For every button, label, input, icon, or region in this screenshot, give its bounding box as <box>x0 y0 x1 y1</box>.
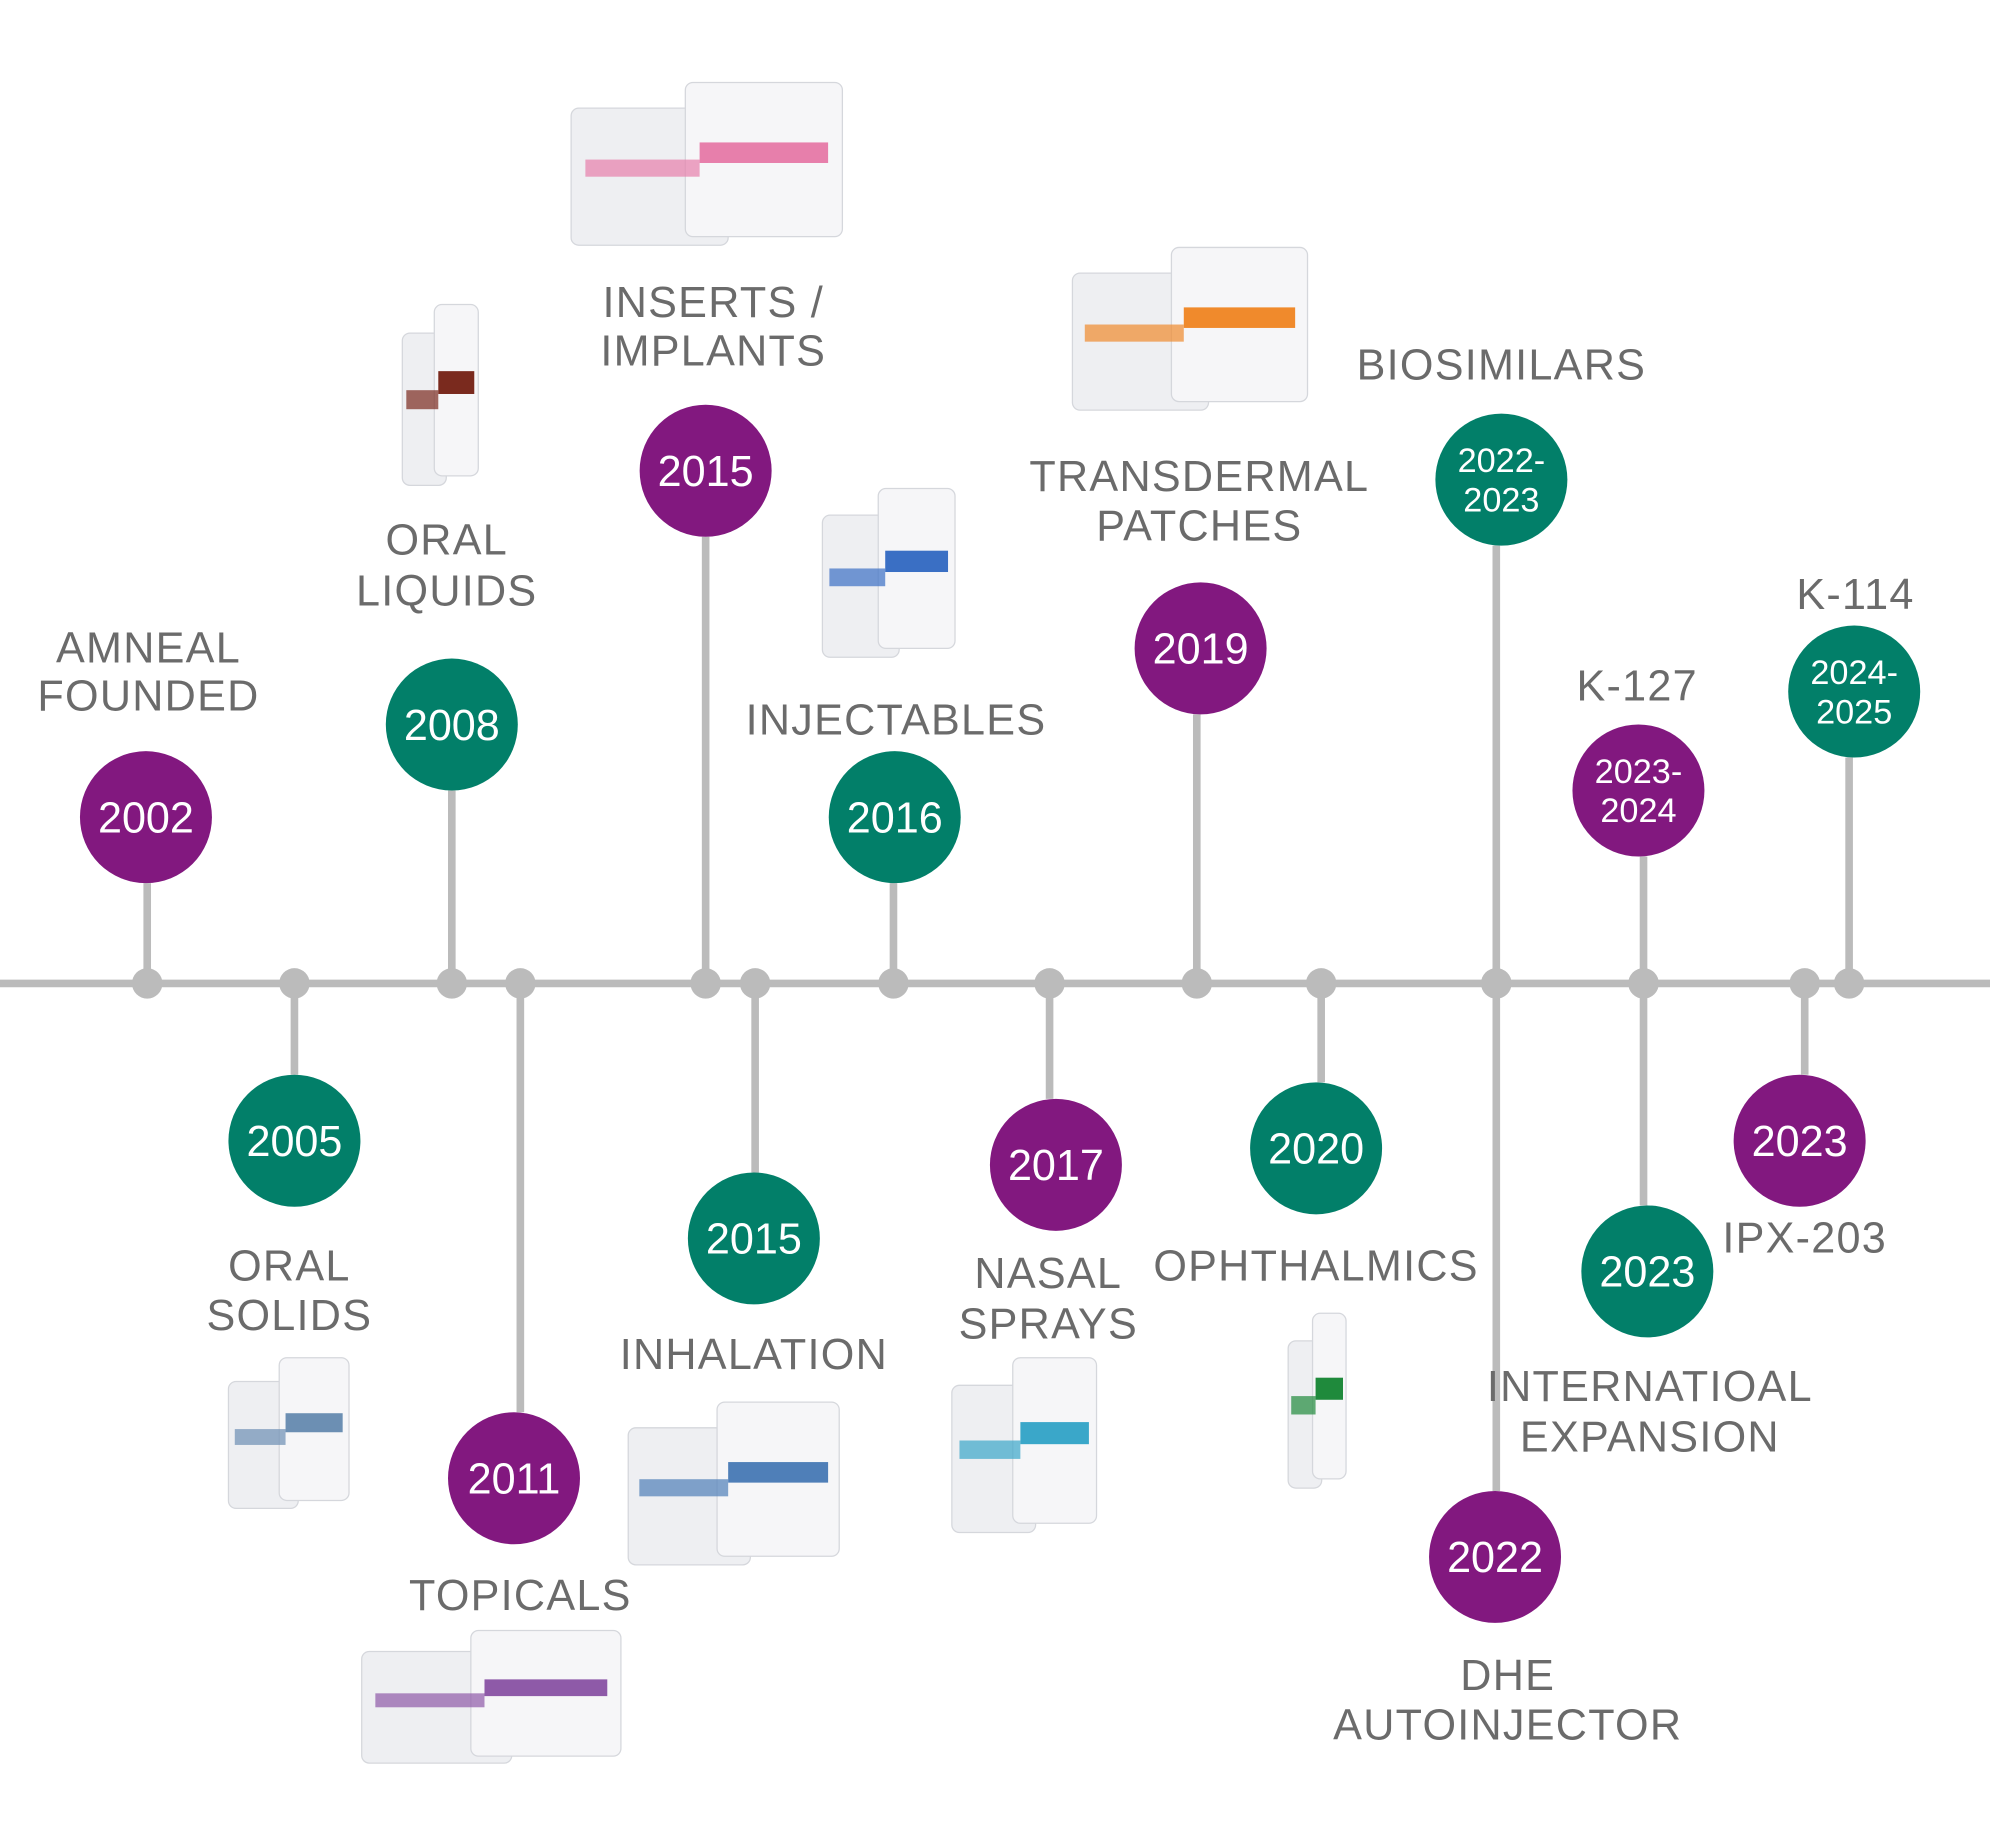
milestone: 2023-2024 K-127 <box>1572 662 1705 999</box>
nasal-spray-image <box>951 1357 1098 1534</box>
year-text: 2022 <box>1447 1534 1543 1582</box>
timeline-dot <box>1481 968 1512 999</box>
milestone-label: INHALATION <box>620 1331 888 1379</box>
milestone-label: K-114 <box>1796 571 1914 619</box>
year-badge <box>1572 724 1705 857</box>
year-badge <box>828 751 961 884</box>
insert-packs-image <box>570 81 844 246</box>
year-badge <box>79 751 212 884</box>
milestone-label: NASAL <box>974 1250 1122 1298</box>
year-text: 2023 <box>1752 1118 1848 1166</box>
milestone: 2016 INJECTABLES <box>746 487 1047 999</box>
timeline-dot <box>878 968 909 999</box>
year-badge <box>1581 1205 1714 1338</box>
year-text: 2024 <box>1600 792 1676 830</box>
milestone-label: BIOSIMILARS <box>1357 341 1647 389</box>
milestone-label: TOPICALS <box>409 1572 632 1620</box>
milestone-label: TRANSDERMAL <box>1029 453 1369 501</box>
pill-bottles-image <box>227 1357 350 1510</box>
milestone: 2024-2025 K-114 <box>1788 571 1921 999</box>
syrup-bottle-image <box>401 303 479 486</box>
year-badge <box>639 404 772 537</box>
timeline-dot <box>131 968 163 999</box>
year-text: 2005 <box>246 1118 342 1166</box>
year-badge <box>385 658 518 791</box>
milestone-label: ORAL <box>385 517 508 565</box>
timeline-dot <box>505 968 536 999</box>
milestone-label: LIQUIDS <box>356 567 537 615</box>
timeline-dot <box>279 968 310 999</box>
year-text: 2008 <box>404 702 500 750</box>
milestone-label: INTERNATIOAL <box>1487 1363 1813 1411</box>
year-badge <box>448 1412 580 1545</box>
timeline-dot <box>739 968 771 999</box>
year-badge <box>1733 1074 1866 1207</box>
timeline-dot <box>1789 968 1820 999</box>
milestone-label: INSERTS / <box>602 279 824 327</box>
timeline-dot <box>1628 968 1659 999</box>
year-text: 2019 <box>1153 626 1249 674</box>
year-text: 2011 <box>468 1455 561 1503</box>
year-text: 2015 <box>706 1216 802 1264</box>
milestone-label: DHE <box>1460 1652 1555 1700</box>
year-badge <box>1250 1082 1383 1215</box>
milestone-label: SOLIDS <box>206 1292 372 1340</box>
year-text: 2017 <box>1008 1142 1104 1190</box>
year-text: 2016 <box>847 794 943 842</box>
year-text: 2025 <box>1816 693 1892 731</box>
milestone-label: AUTOINJECTOR <box>1333 1702 1682 1750</box>
milestone-label: K-127 <box>1576 662 1697 710</box>
timeline-dot <box>690 968 721 999</box>
timeline-dot <box>1833 968 1865 999</box>
year-badge <box>687 1172 820 1305</box>
year-text: 2023 <box>1463 481 1539 519</box>
milestone-label: PATCHES <box>1096 503 1302 551</box>
milestone-label: IMPLANTS <box>600 327 826 375</box>
year-text: 2023 <box>1599 1249 1695 1297</box>
year-badge <box>228 1074 361 1207</box>
inhalation-box-image <box>627 1401 840 1566</box>
milestone-label: OPHTHALMICS <box>1153 1242 1479 1290</box>
milestone-label: ORAL <box>228 1242 351 1290</box>
year-badge <box>1429 1490 1562 1623</box>
year-badge <box>1788 625 1921 758</box>
milestone-label: EXPANSION <box>1520 1414 1780 1462</box>
timeline-dot <box>436 968 468 999</box>
year-badge <box>1134 582 1267 715</box>
timeline-dot <box>1181 968 1213 999</box>
year-text: 2020 <box>1268 1126 1364 1174</box>
milestone-label: SPRAYS <box>959 1301 1138 1349</box>
milestone: 2015 INSERTS /IMPLANTS <box>570 81 844 999</box>
year-text: 2002 <box>98 794 194 842</box>
year-text: 2023- <box>1595 753 1683 791</box>
milestone-label: IPX-203 <box>1722 1214 1887 1262</box>
milestone-label: INJECTABLES <box>746 697 1047 745</box>
timeline-dot <box>1305 968 1337 999</box>
timeline-dot <box>1034 968 1065 999</box>
vials-image <box>821 487 956 658</box>
topical-products-image <box>361 1629 622 1764</box>
year-badge <box>1435 413 1568 546</box>
year-text: 2024- <box>1810 654 1898 692</box>
year-badge <box>989 1098 1122 1231</box>
eye-dropper-image <box>1287 1312 1347 1489</box>
year-text: 2015 <box>658 448 754 496</box>
patch-box-image <box>1071 246 1309 411</box>
milestone-label: FOUNDED <box>37 673 259 721</box>
milestone-label: AMNEAL <box>56 624 241 672</box>
year-text: 2022- <box>1458 442 1546 480</box>
